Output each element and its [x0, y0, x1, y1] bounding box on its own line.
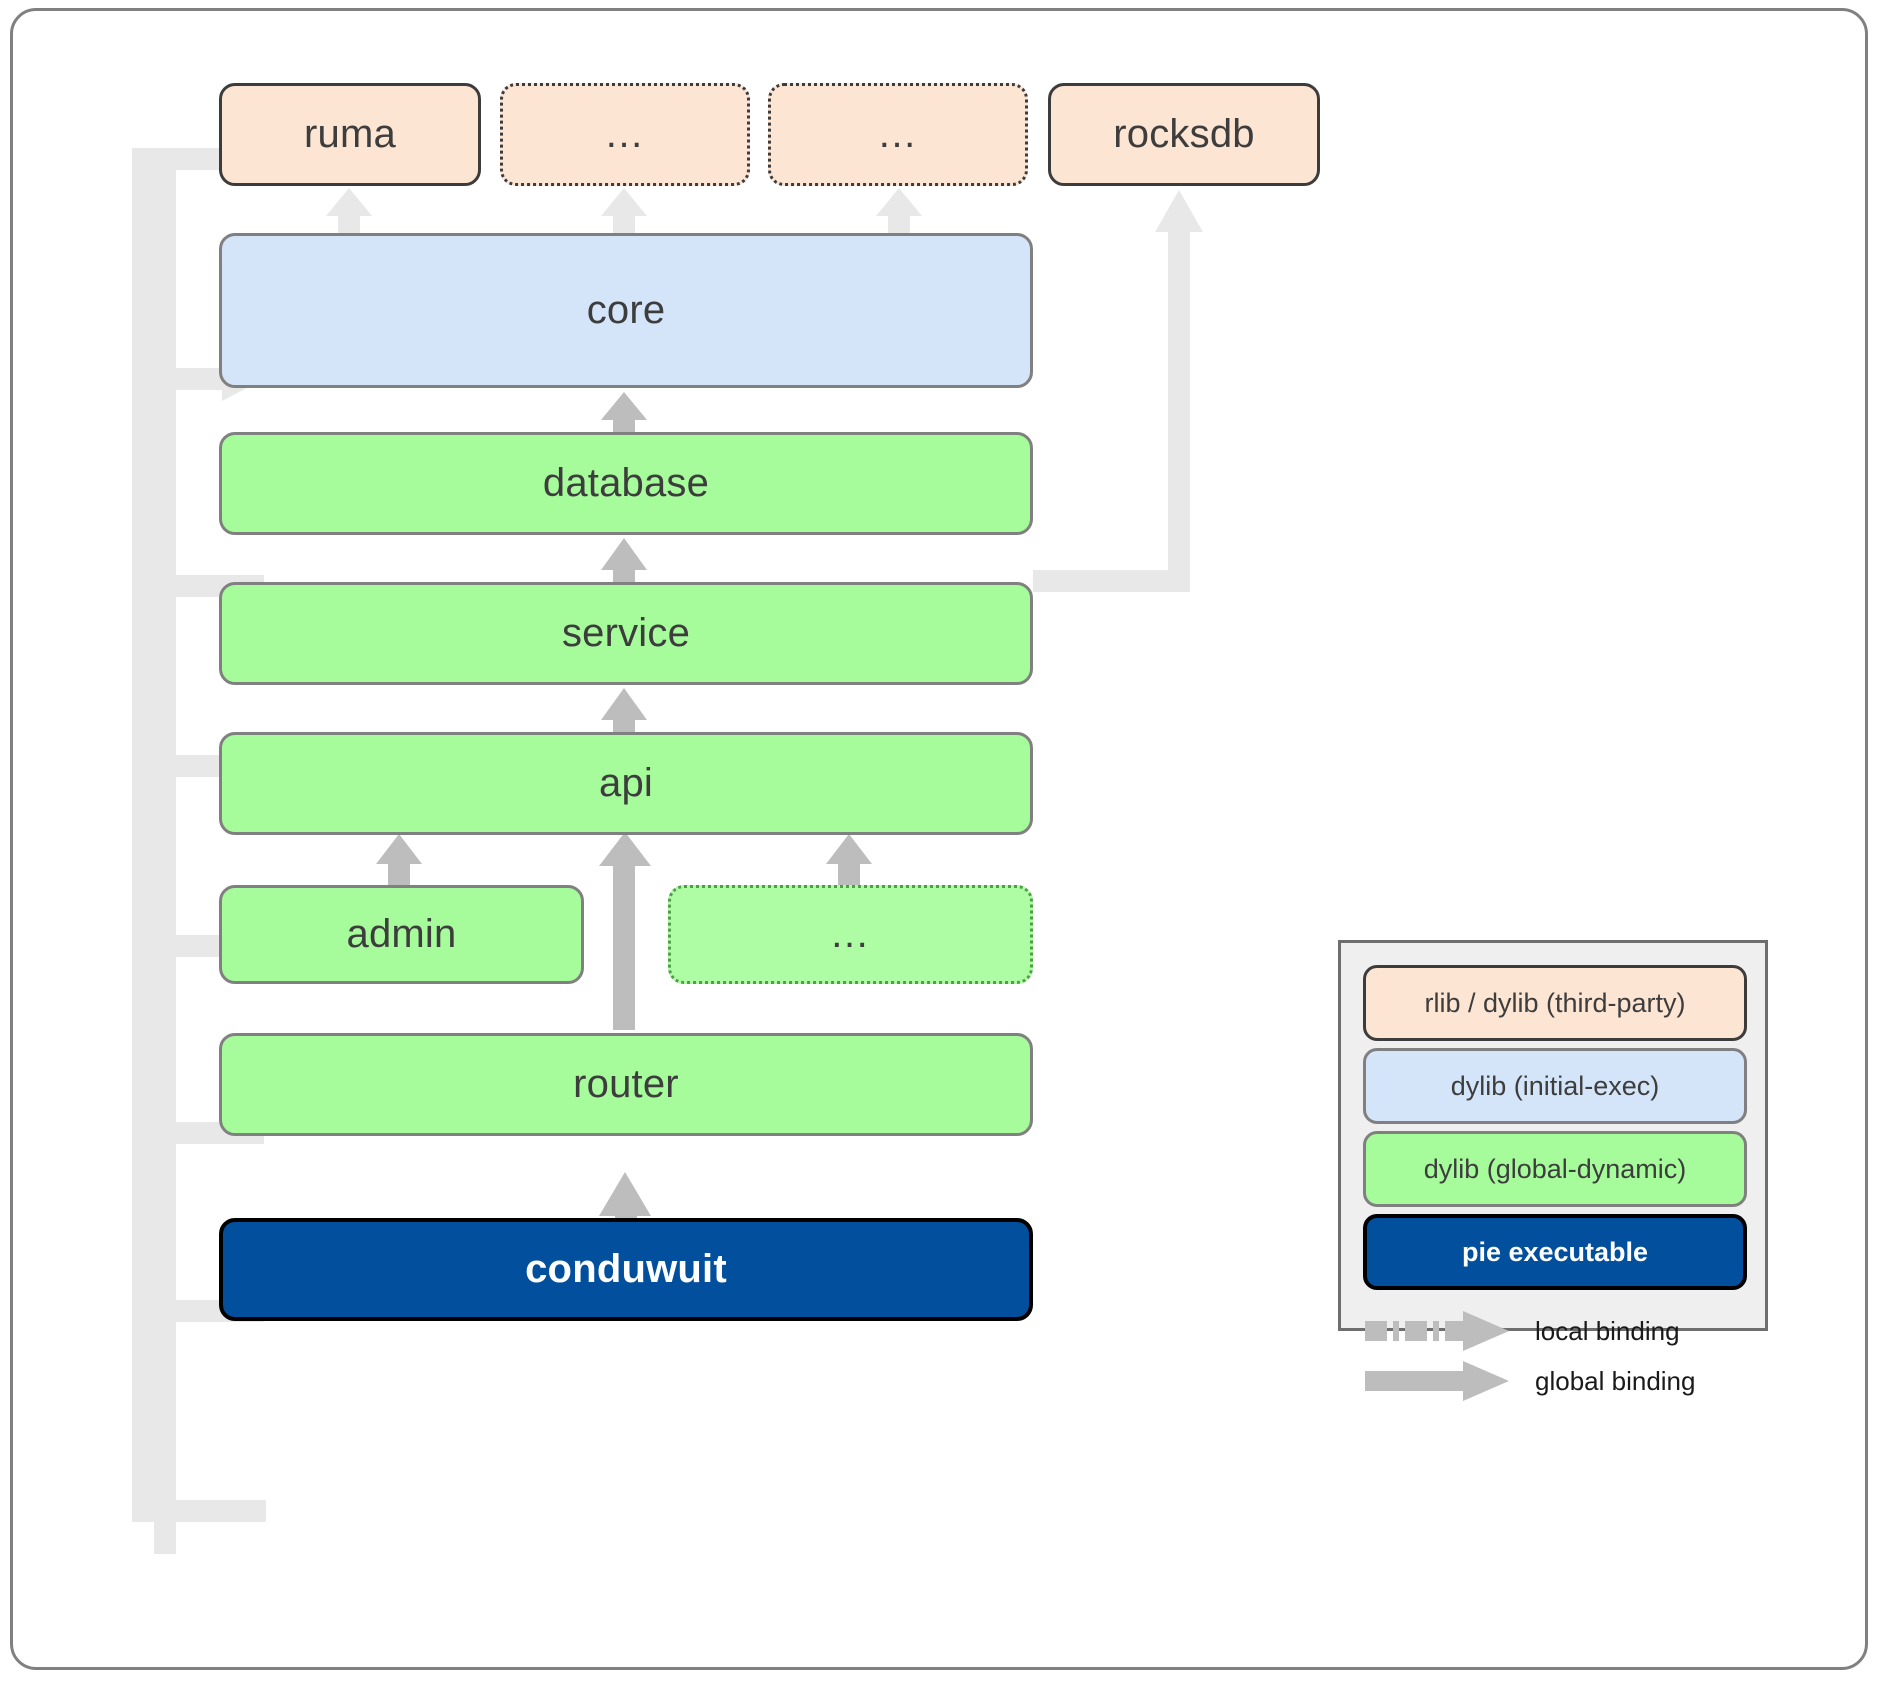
node-database-label: database: [542, 461, 710, 505]
legend-row-local-binding: local binding: [1363, 1306, 1753, 1356]
node-service-label: service: [561, 611, 691, 655]
node-third-party-a[interactable]: …: [500, 83, 750, 186]
legend-swatch-third-party: rlib / dylib (third-party): [1363, 965, 1747, 1041]
node-third-party-a-label: …: [604, 112, 646, 156]
node-third-party-b[interactable]: …: [768, 83, 1028, 186]
node-third-party-b-label: …: [877, 112, 919, 156]
legend-panel: rlib / dylib (third-party) dylib (initia…: [1338, 940, 1768, 1401]
node-ruma[interactable]: ruma: [219, 83, 481, 186]
node-api[interactable]: api: [219, 732, 1033, 835]
node-rocksdb-label: rocksdb: [1113, 112, 1255, 156]
node-router[interactable]: router: [219, 1033, 1033, 1136]
node-ruma-label: ruma: [304, 112, 396, 156]
local-binding-arrow-icon: [1365, 1311, 1509, 1351]
legend-swatch-pie-executable-label: pie executable: [1461, 1236, 1649, 1267]
legend-swatch-global-dynamic-label: dylib (global-dynamic): [1423, 1153, 1687, 1184]
legend-global-binding-label: global binding: [1535, 1365, 1696, 1396]
node-more-services[interactable]: …: [668, 885, 1033, 984]
node-admin-label: admin: [346, 912, 457, 956]
legend-swatch-initial-exec: dylib (initial-exec): [1363, 1048, 1747, 1124]
node-core-label: core: [586, 288, 666, 332]
node-api-label: api: [599, 761, 653, 805]
node-conduwuit-label: conduwuit: [525, 1247, 727, 1291]
legend-swatch-global-dynamic: dylib (global-dynamic): [1363, 1131, 1747, 1207]
legend-local-binding-label: local binding: [1535, 1315, 1680, 1346]
global-binding-arrow-icon: [1365, 1361, 1509, 1401]
node-conduwuit[interactable]: conduwuit: [219, 1218, 1033, 1321]
legend-swatch-initial-exec-label: dylib (initial-exec): [1450, 1070, 1660, 1101]
node-database[interactable]: database: [219, 432, 1033, 535]
node-router-label: router: [573, 1062, 679, 1106]
legend-swatch-third-party-label: rlib / dylib (third-party): [1424, 987, 1686, 1018]
node-admin[interactable]: admin: [219, 885, 584, 984]
node-rocksdb[interactable]: rocksdb: [1048, 83, 1320, 186]
node-service[interactable]: service: [219, 582, 1033, 685]
legend-row-global-binding: global binding: [1363, 1356, 1753, 1406]
legend-swatch-pie-executable: pie executable: [1363, 1214, 1747, 1290]
node-core[interactable]: core: [219, 233, 1033, 388]
node-more-services-label: …: [829, 912, 872, 956]
